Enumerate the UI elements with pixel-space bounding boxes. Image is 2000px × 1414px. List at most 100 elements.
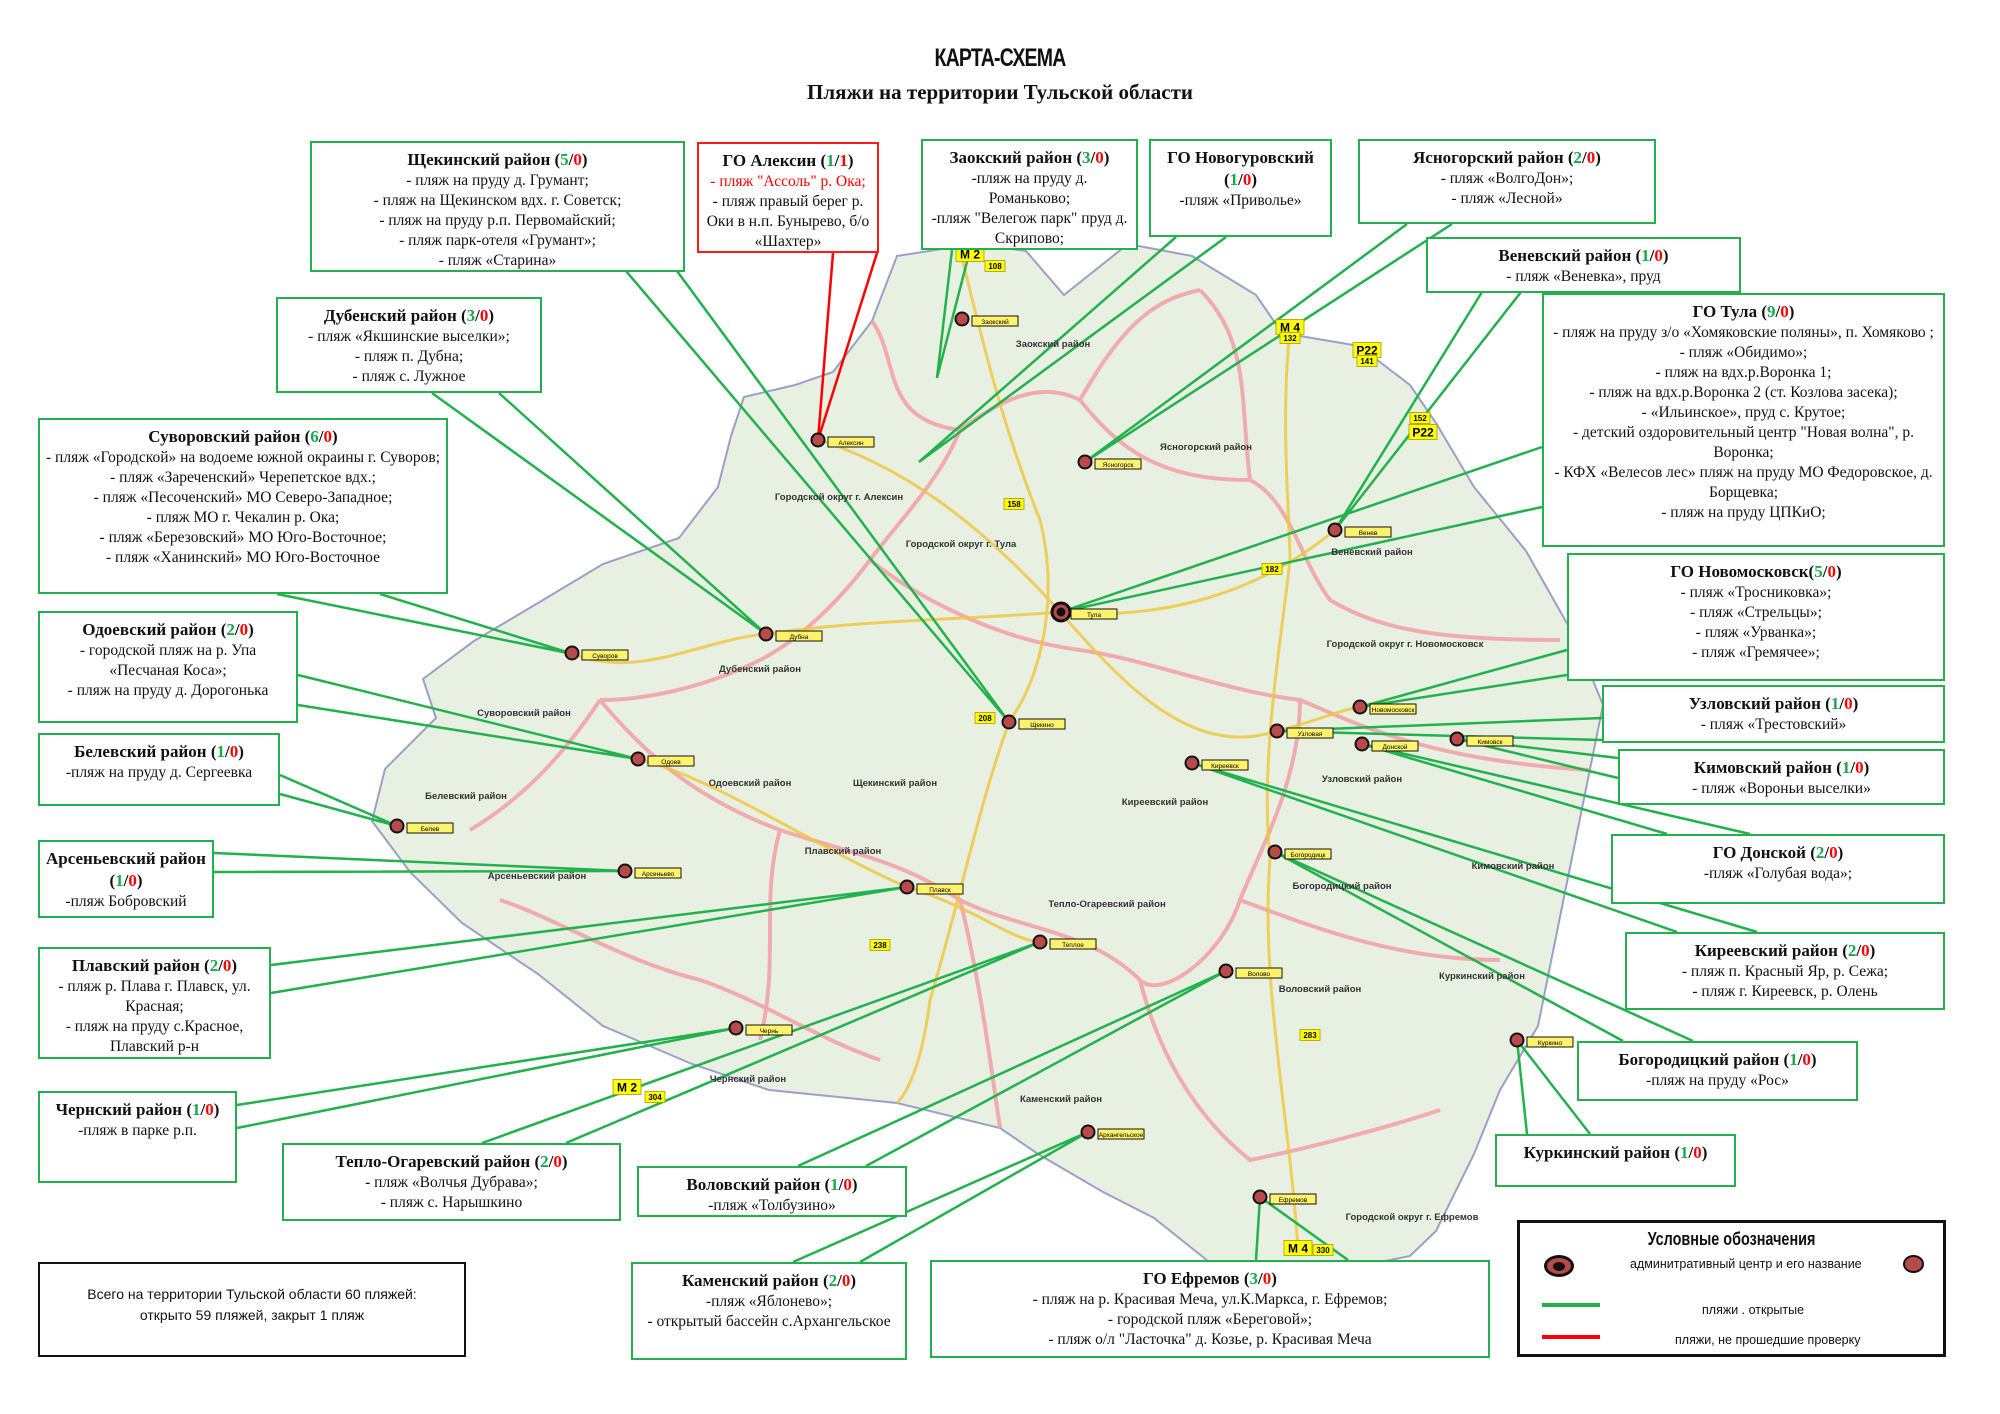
district-name: Воловский район bbox=[686, 1175, 825, 1194]
roads bbox=[572, 249, 1361, 1251]
city-name: Ясногорск bbox=[1103, 462, 1134, 469]
closed-count: 0 bbox=[843, 1175, 852, 1194]
district-title: Одоевский район 20 bbox=[46, 619, 290, 641]
road-shield bbox=[1409, 412, 1431, 424]
closed-count: 0 bbox=[1844, 694, 1853, 713]
city-name: Одоев bbox=[661, 759, 681, 766]
district-name: Плавский район bbox=[71, 956, 205, 975]
beach-item: - пляж с. Нарышкино bbox=[380, 1194, 523, 1211]
road-shield bbox=[869, 939, 891, 951]
city-name: Алексин bbox=[838, 440, 864, 447]
closed-count: 0 bbox=[128, 871, 137, 890]
city-label-box bbox=[1526, 1036, 1574, 1048]
open-count: 1 bbox=[1641, 246, 1650, 265]
open-count: 1 bbox=[1789, 1050, 1798, 1069]
district-map-label: Белевский район bbox=[425, 791, 507, 802]
beach-count: 10 bbox=[1784, 1050, 1817, 1069]
open-count: 2 bbox=[209, 956, 219, 975]
beach-count: 10 bbox=[1224, 170, 1257, 189]
district-title: Щекинский район 50 bbox=[318, 149, 677, 171]
beach-item: - пляж п. Дубна; bbox=[354, 348, 464, 365]
district-name: ГО Алексин bbox=[722, 151, 821, 170]
district-name: ГО Донской bbox=[1712, 843, 1811, 862]
beach-item: - «Ильинское», пруд с. Крутое; bbox=[1641, 404, 1846, 421]
total-line-1: Всего на территории Тульской области 60 … bbox=[87, 1286, 417, 1302]
city-label-box bbox=[581, 649, 629, 661]
callout-novomoskovsk: ГО Новомосковск50- пляж «Тросниковка»;- … bbox=[1567, 553, 1945, 681]
beach-count: 10 bbox=[211, 742, 244, 761]
beach-item: - пляж на пруду з/о «Хомяковские поляны»… bbox=[1553, 324, 1934, 341]
city-marker bbox=[1449, 731, 1465, 747]
district-title: ГО Донской 20 bbox=[1619, 842, 1937, 864]
city-marker bbox=[1269, 723, 1285, 739]
district-map-label: Богородицкий район bbox=[1293, 881, 1392, 892]
callout-kamensky: Каменский район 20-пляж «Яблонево»;- отк… bbox=[631, 1262, 907, 1360]
city-marker-icon bbox=[1903, 1255, 1924, 1273]
beach-item: - пляж «Якшинские выселки»; bbox=[308, 328, 510, 345]
district-name: Белевский район bbox=[74, 742, 211, 761]
beach-count: 20 bbox=[1842, 941, 1875, 960]
beach-count: 20 bbox=[221, 620, 254, 639]
beach-item: - пляж р. Плава г. Плавск, ул. Красная; bbox=[58, 978, 251, 1015]
beach-count: 10 bbox=[1836, 758, 1869, 777]
road-number: 141 bbox=[1360, 357, 1374, 366]
beach-count: 60 bbox=[305, 427, 338, 446]
closed-count: 0 bbox=[1829, 843, 1838, 862]
beach-item: - городской пляж на р. Упа «Песчаная Кос… bbox=[79, 642, 257, 679]
beach-count: 10 bbox=[109, 871, 142, 890]
beach-count: 10 bbox=[1825, 694, 1858, 713]
beach-item: - пляж правый берег р. Оки в н.п. Буныре… bbox=[706, 193, 870, 250]
beach-item: - пляж на р. Красивая Меча, ул.К.Маркса,… bbox=[1032, 1291, 1388, 1308]
district-map-label: Киреевский район bbox=[1122, 797, 1209, 808]
beach-item: - пляж МО г. Чекалин р. Ока; bbox=[146, 509, 340, 526]
city-label-box bbox=[1369, 703, 1417, 715]
city-label-box bbox=[1097, 1128, 1145, 1140]
closed-count: 0 bbox=[1262, 1269, 1272, 1288]
district-name: ГО Ефремов bbox=[1143, 1269, 1244, 1288]
road-number: 304 bbox=[648, 1093, 662, 1102]
city-marker bbox=[630, 751, 646, 767]
callout-suvorovsky: Суворовский район 60- пляж «Городской» н… bbox=[38, 418, 448, 594]
legend-open-label: пляжи . открытые bbox=[1702, 1303, 1805, 1317]
open-count: 2 bbox=[1847, 941, 1857, 960]
district-name: Киреевский район bbox=[1694, 941, 1843, 960]
city-label-box bbox=[406, 822, 454, 834]
city-label-box bbox=[1466, 735, 1514, 747]
callout-zaoksky: Заокский район 30-пляж на пруду д. Роман… bbox=[921, 139, 1138, 250]
beach-item: - городской пляж «Береговой»; bbox=[1107, 1311, 1313, 1328]
beach-item: - пляж «Березовский» МО Юго-Восточное; bbox=[99, 529, 387, 546]
beach-count: 20 bbox=[1810, 843, 1843, 862]
beach-item: - пляж «Стрельцы»; bbox=[1690, 604, 1822, 621]
beach-count: 30 bbox=[461, 306, 494, 325]
total-summary-box: Всего на территории Тульской области 60 … bbox=[38, 1262, 466, 1357]
legend-closed-line bbox=[1542, 1335, 1600, 1339]
city-marker bbox=[758, 626, 774, 642]
beach-item: - пляж на вдх.р.Воронка 2 (ст. Козлова з… bbox=[1589, 384, 1898, 401]
beach-item: - пляж «Тросниковка»; bbox=[1680, 584, 1832, 601]
closed-count: 0 bbox=[1855, 758, 1864, 777]
beach-item: - пляж парк-отеля «Грумант»; bbox=[399, 232, 596, 249]
district-map-label: Веневский район bbox=[1331, 547, 1413, 558]
beach-count: 30 bbox=[1244, 1269, 1277, 1288]
road-number: 152 bbox=[1413, 414, 1427, 423]
city-name: Тула bbox=[1087, 612, 1102, 619]
open-count: 3 bbox=[1249, 1269, 1259, 1288]
callout-novogurovsky: ГО Новогуровский 10-пляж «Приволье» bbox=[1149, 139, 1332, 237]
open-count: 1 bbox=[192, 1100, 201, 1119]
closed-count: 0 bbox=[205, 1100, 214, 1119]
open-count: 2 bbox=[540, 1152, 549, 1171]
closed-count: 0 bbox=[1654, 246, 1663, 265]
city-name: Суворов bbox=[592, 653, 618, 660]
beach-count: 20 bbox=[534, 1152, 567, 1171]
beach-item: - пляж на пруду д. Дорогонька bbox=[67, 682, 269, 699]
city-label-box bbox=[1049, 938, 1097, 950]
city-marker bbox=[1077, 454, 1093, 470]
beach-item: - пляж п. Красный Яр, р. Сежа; bbox=[1681, 963, 1889, 980]
beach-item: - пляж на вдх.р.Воронка 1; bbox=[1655, 364, 1832, 381]
city-name: Теплое bbox=[1062, 942, 1084, 949]
open-count: 1 bbox=[1830, 694, 1840, 713]
district-name: Заокский район bbox=[949, 148, 1077, 167]
callout-venevsky: Веневский район 10- пляж «Веневка», пруд bbox=[1426, 237, 1741, 293]
